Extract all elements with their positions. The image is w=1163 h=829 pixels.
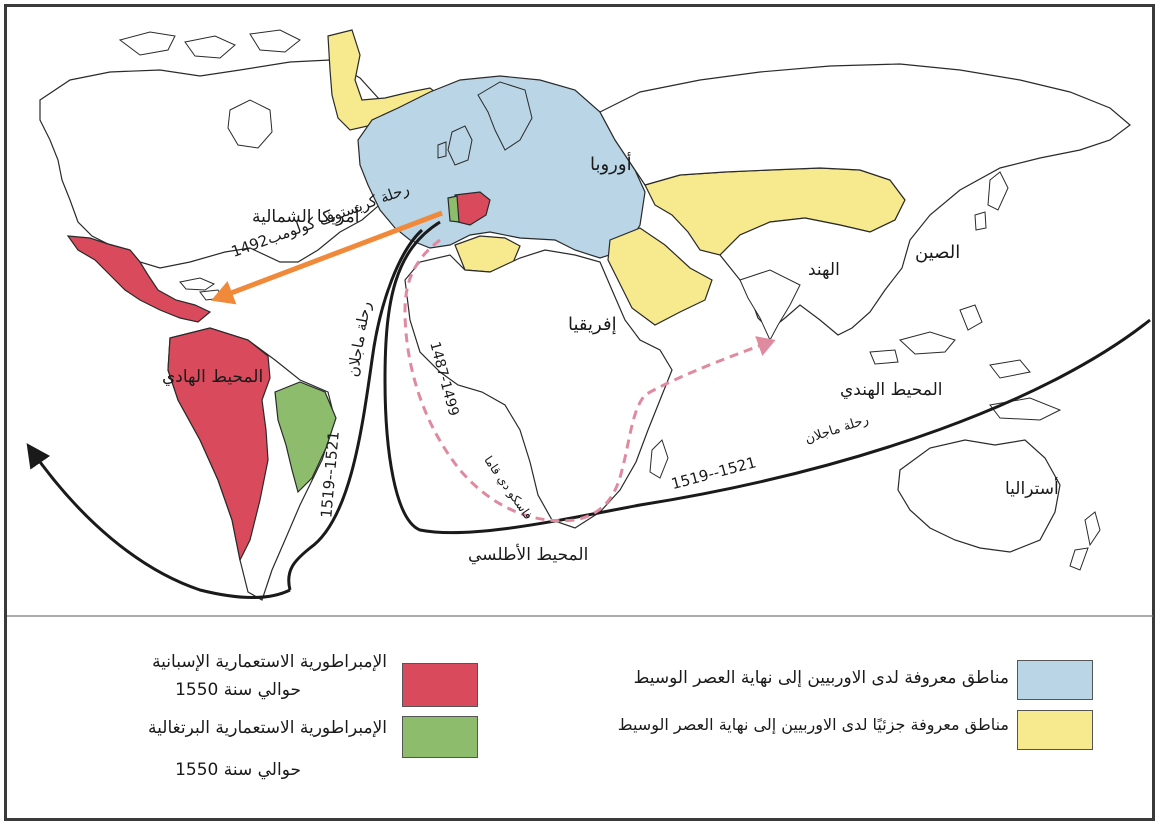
legend-portuguese-line1: الإمبراطورية الاستعمارية البرتغالية <box>148 718 387 738</box>
label-pacific-ocean: المحيط الهادي <box>162 367 263 387</box>
legend-spanish-line1: الإمبراطورية الاستعمارية الإسبانية <box>152 652 387 672</box>
africa-landmass <box>404 249 673 529</box>
legend-swatch-partial <box>1017 710 1093 750</box>
new-guinea <box>989 397 1062 421</box>
scandinavia-outline <box>477 81 533 151</box>
asia-landmass <box>599 63 1131 336</box>
hudson-bay <box>227 99 273 149</box>
spanish-central-america <box>66 235 212 323</box>
legend-portuguese-line2: حوالي سنة 1550 <box>175 760 301 780</box>
magellan-route-line <box>383 220 1151 535</box>
magellan-pacific-route-line <box>26 443 291 599</box>
label-north-america: أمريكا الشمالية <box>252 205 359 227</box>
label-indian-ocean: المحيط الهندي <box>840 380 942 400</box>
label-magellan-indian-name: رحلة ماجلان <box>803 412 870 447</box>
legend-swatch-spanish <box>402 663 478 707</box>
label-atlantic-ocean: المحيط الأطلسي <box>468 544 588 565</box>
british-isles <box>437 125 473 166</box>
label-india: الهند <box>808 260 840 280</box>
arctic-islands <box>118 29 301 59</box>
label-australia: أستراليا <box>1005 477 1059 499</box>
label-europe: أوروبا <box>590 152 632 175</box>
legend-known-regions: مناطق معروفة لدى الاوربيين إلى نهاية الع… <box>633 668 1009 688</box>
caribbean-islands <box>179 277 223 301</box>
legend-spanish-line2: حوالي سنة 1550 <box>175 680 301 700</box>
legend-swatch-known <box>1017 660 1093 700</box>
label-africa: إفريقيا <box>568 314 617 335</box>
australia-landmass <box>897 439 1061 553</box>
legend-swatch-portuguese <box>402 716 478 758</box>
label-magellan-indian-dates: 1519--1521 <box>669 453 758 493</box>
portuguese-brazil <box>274 381 337 494</box>
arabia-partial-region <box>607 227 713 326</box>
north-america-landmass <box>39 59 421 269</box>
label-gama-name: فاسكو دي قاما <box>480 453 535 522</box>
india-peninsula <box>739 269 801 342</box>
spanish-south-america <box>167 327 271 562</box>
new-zealand <box>1069 511 1101 571</box>
legend-partially-known-regions: مناطق معروفة جزئيًا لدى الاوربيين إلى نه… <box>617 715 1009 734</box>
gama-route-line <box>403 238 776 523</box>
label-china: الصين <box>915 242 960 263</box>
magellan-atlantic-route-line <box>287 228 424 591</box>
portugal <box>447 195 460 223</box>
japan <box>974 171 1009 231</box>
columbus-route-arrow <box>210 210 443 305</box>
southeast-asia-islands <box>869 304 1031 379</box>
madagascar <box>649 439 669 479</box>
